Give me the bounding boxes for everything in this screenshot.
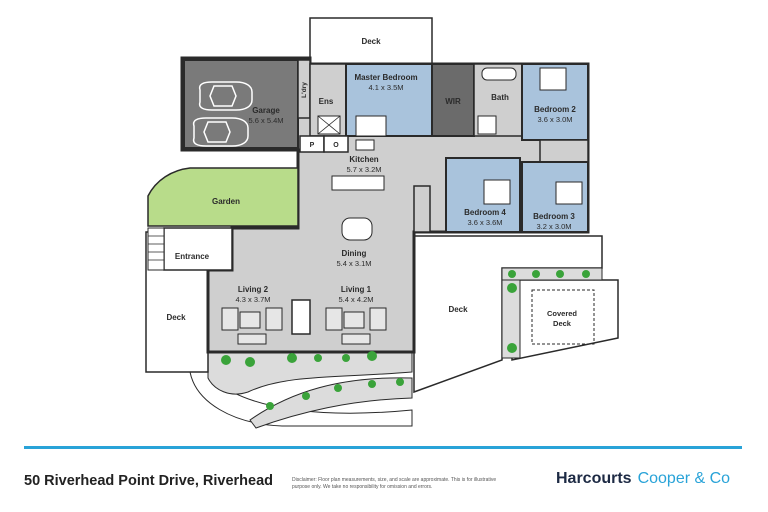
deck-top-area (309, 17, 433, 65)
garden-area (147, 167, 299, 227)
room-dim-living2: 4.3 x 3.7M (235, 295, 270, 304)
office-area (323, 135, 349, 153)
room-label-ens: Ens (319, 97, 334, 106)
room-label-bed3: Bedroom 3 (533, 212, 575, 221)
entrance-steps (147, 227, 165, 271)
fireplace-icon (291, 299, 311, 335)
shower-icon (477, 115, 497, 135)
room-label-garage: Garage (252, 106, 280, 115)
plant-icons (221, 270, 590, 410)
room-label-pantry: P (310, 142, 315, 149)
dining-table-icon (341, 217, 373, 241)
room-label-garden: Garden (212, 197, 240, 206)
room-label-master: Master Bedroom (354, 73, 417, 82)
room-label-covered-deck-1: Covered (547, 309, 577, 318)
covered-deck-roof (531, 289, 595, 345)
room-label-ldry: L'dry (301, 82, 308, 98)
room-dim-kitchen: 5.7 x 3.2M (346, 165, 381, 174)
room-label-dining: Dining (342, 249, 367, 258)
sofa-icon (221, 307, 387, 345)
property-address: 50 Riverhead Point Drive, Riverhead (24, 473, 274, 489)
planting-bed-front (207, 351, 413, 395)
step-lines (148, 235, 164, 261)
bed-icon (539, 67, 567, 91)
hall-wall (413, 185, 431, 233)
brand-office: Cooper & Co (637, 470, 731, 487)
room-dim-master: 4.1 x 3.5M (368, 83, 403, 92)
bed-icon (483, 179, 511, 205)
room-label-deck-right: Deck (448, 305, 468, 314)
driveway-curve (189, 365, 413, 427)
room-label-covered-deck-2: Deck (553, 319, 572, 328)
room-dim-bed2: 3.6 x 3.0M (537, 115, 572, 124)
room-dim-garage: 5.6 x 5.4M (248, 116, 283, 125)
room-label-deck-top: Deck (361, 37, 381, 46)
room-label-kitchen: Kitchen (349, 155, 378, 164)
disclaimer-text: Disclaimer: Floor plan measurements, siz… (292, 477, 497, 490)
garage-area (183, 59, 299, 149)
kitchen-island (331, 175, 385, 191)
room-label-living1: Living 1 (341, 285, 372, 294)
room-label-wir: WIR (445, 97, 461, 106)
brand-name: Harcourts (556, 470, 632, 487)
footer-divider (24, 446, 742, 449)
room-label-bath: Bath (491, 93, 509, 102)
room-label-office: O (333, 142, 339, 149)
room-label-deck-left: Deck (166, 313, 186, 322)
floor-plan: Deck Garage 5.6 x 5.4M L'dry Ens Master … (145, 17, 619, 429)
wardrobe (539, 139, 589, 163)
entrance-area (163, 227, 233, 271)
room-dim-dining: 5.4 x 3.1M (336, 259, 371, 268)
car-icon (192, 117, 249, 147)
room-dim-bed3: 3.2 x 3.0M (536, 222, 571, 231)
brand-logo: Harcourts Cooper & Co (556, 470, 730, 488)
room-dim-living1: 5.4 x 4.2M (338, 295, 373, 304)
planting-bed-lower (249, 377, 413, 429)
room-dim-bed4: 3.6 x 3.6M (467, 218, 502, 227)
shower-cross (317, 115, 341, 135)
planter-strip (501, 267, 603, 281)
cooktop-icon (355, 139, 375, 151)
bed-icon (355, 115, 387, 137)
room-label-bed4: Bedroom 4 (464, 208, 506, 217)
planter-column (501, 279, 521, 359)
bed-icon (555, 181, 583, 205)
room-label-bed2: Bedroom 2 (534, 105, 576, 114)
room-label-living2: Living 2 (238, 285, 269, 294)
room-label-entrance: Entrance (175, 252, 210, 261)
bathtub-icon (481, 67, 517, 81)
car-icon (198, 81, 253, 111)
